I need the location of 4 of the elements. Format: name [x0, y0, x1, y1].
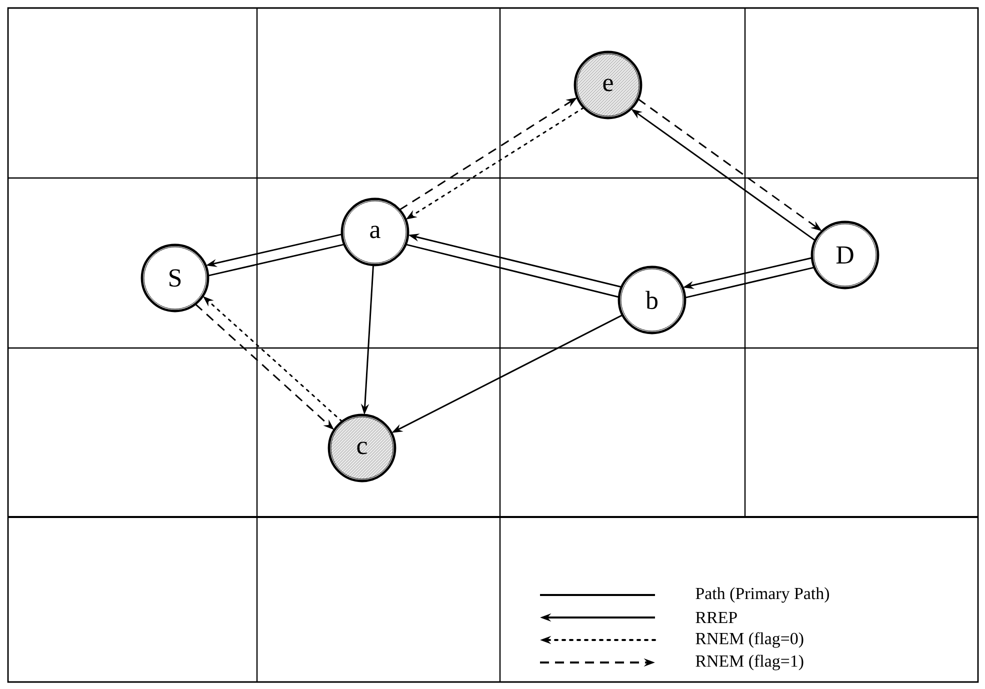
legend-label: RNEM (flag=1) [696, 654, 804, 670]
legend-label: RREP [696, 612, 737, 624]
legend-label: Path (Primary Path) [696, 587, 829, 603]
legend-label: RNEM (flag=0) [696, 632, 804, 648]
